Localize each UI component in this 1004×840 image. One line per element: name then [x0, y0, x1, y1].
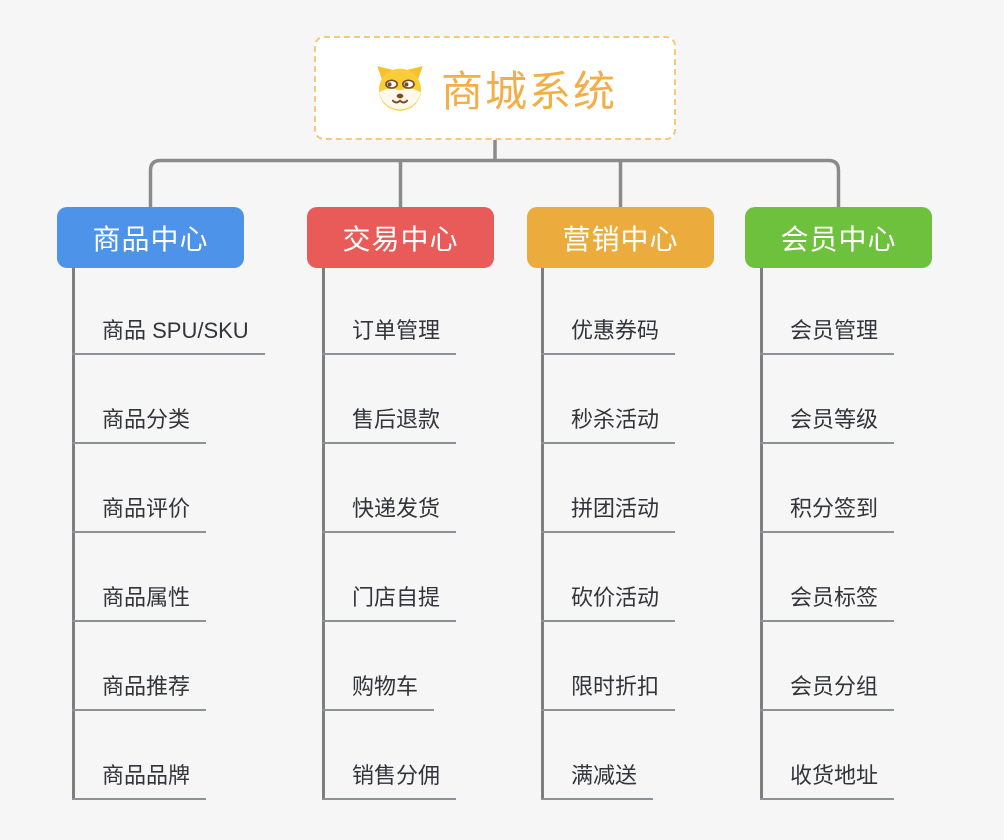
leaf-node[interactable]: 订单管理 — [322, 316, 457, 355]
leaf-node[interactable]: 购物车 — [322, 672, 435, 711]
branch-node-member-center[interactable]: 会员中心 — [745, 207, 932, 268]
branch-node-product-center[interactable]: 商品中心 — [57, 207, 244, 268]
leaf-node[interactable]: 优惠券码 — [541, 316, 676, 355]
root-node[interactable]: 商城系统 — [314, 36, 676, 140]
leaf-node[interactable]: 会员标签 — [760, 583, 895, 622]
leaf-node[interactable]: 积分签到 — [760, 494, 895, 533]
leaf-node[interactable]: 商品 SPU/SKU — [72, 316, 265, 355]
shiba-dog-icon — [377, 66, 423, 111]
branch-items-member-center: 会员管理 会员等级 积分签到 会员标签 会员分组 收货地址 — [760, 268, 1004, 800]
branch-label: 营销中心 — [562, 223, 679, 255]
leaf-node[interactable]: 秒杀活动 — [541, 405, 676, 444]
leaf-node[interactable]: 会员等级 — [760, 405, 895, 444]
leaf-node[interactable]: 售后退款 — [322, 405, 457, 444]
leaf-node[interactable]: 商品评价 — [72, 494, 207, 533]
branch-label: 商品中心 — [92, 223, 209, 255]
leaf-node[interactable]: 会员分组 — [760, 672, 895, 711]
branch-items-product-center: 商品 SPU/SKU 商品分类 商品评价 商品属性 商品推荐 商品品牌 — [72, 268, 322, 800]
branch-node-trade-center[interactable]: 交易中心 — [307, 207, 494, 268]
leaf-node[interactable]: 销售分佣 — [322, 761, 457, 800]
leaf-node[interactable]: 快递发货 — [322, 494, 457, 533]
leaf-node[interactable]: 限时折扣 — [541, 672, 676, 711]
leaf-node[interactable]: 门店自提 — [322, 583, 457, 622]
leaf-node[interactable]: 商品属性 — [72, 583, 207, 622]
leaf-node[interactable]: 商品推荐 — [72, 672, 207, 711]
branch-items-marketing-center: 优惠券码 秒杀活动 拼团活动 砍价活动 限时折扣 满减送 — [541, 268, 791, 800]
leaf-node[interactable]: 商品品牌 — [72, 761, 207, 800]
leaf-node[interactable]: 砍价活动 — [541, 583, 676, 622]
branch-label: 会员中心 — [780, 223, 897, 255]
leaf-node[interactable]: 拼团活动 — [541, 494, 676, 533]
branch-items-trade-center: 订单管理 售后退款 快递发货 门店自提 购物车 销售分佣 — [322, 268, 572, 800]
branch-rail-line — [148, 158, 841, 208]
branch-label: 交易中心 — [342, 223, 459, 255]
leaf-node[interactable]: 收货地址 — [760, 761, 895, 800]
branch-node-marketing-center[interactable]: 营销中心 — [527, 207, 714, 268]
leaf-node[interactable]: 会员管理 — [760, 316, 895, 355]
root-node-title: 商城系统 — [440, 67, 617, 115]
leaf-node[interactable]: 商品分类 — [72, 405, 207, 444]
leaf-node[interactable]: 满减送 — [541, 761, 654, 800]
